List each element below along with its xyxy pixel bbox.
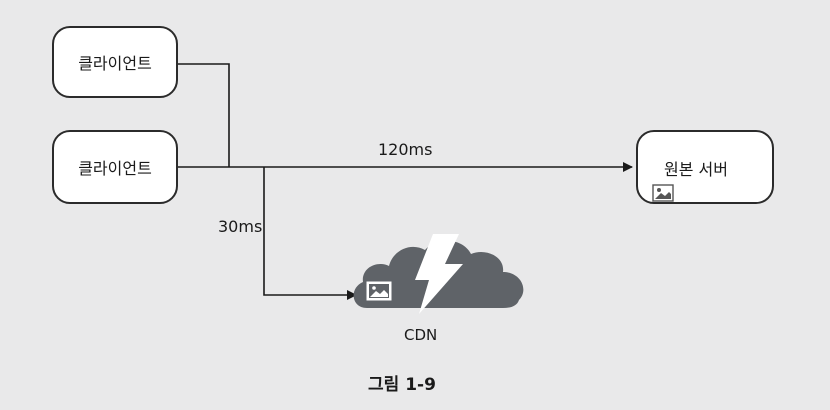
cdn-cloud [353, 234, 524, 314]
client-label: 클라이언트 [78, 54, 152, 73]
latency-label-origin: 120ms [378, 140, 433, 159]
latency-label-cdn: 30ms [218, 217, 263, 236]
lightning-icon [415, 234, 463, 314]
client-node-mid: 클라이언트 [52, 130, 178, 204]
figure-caption: 그림 1-9 [368, 375, 436, 395]
image-icon [366, 281, 392, 301]
origin-server-node: 원본 서버 [636, 130, 774, 204]
client-node-top: 클라이언트 [52, 26, 178, 98]
cdn-label: CDN [404, 326, 438, 344]
edge-client-top [176, 63, 230, 167]
image-icon [652, 184, 674, 202]
edge-client-to-cdn [263, 167, 357, 300]
client-label: 클라이언트 [78, 159, 152, 178]
origin-server-label: 원본 서버 [664, 160, 728, 179]
